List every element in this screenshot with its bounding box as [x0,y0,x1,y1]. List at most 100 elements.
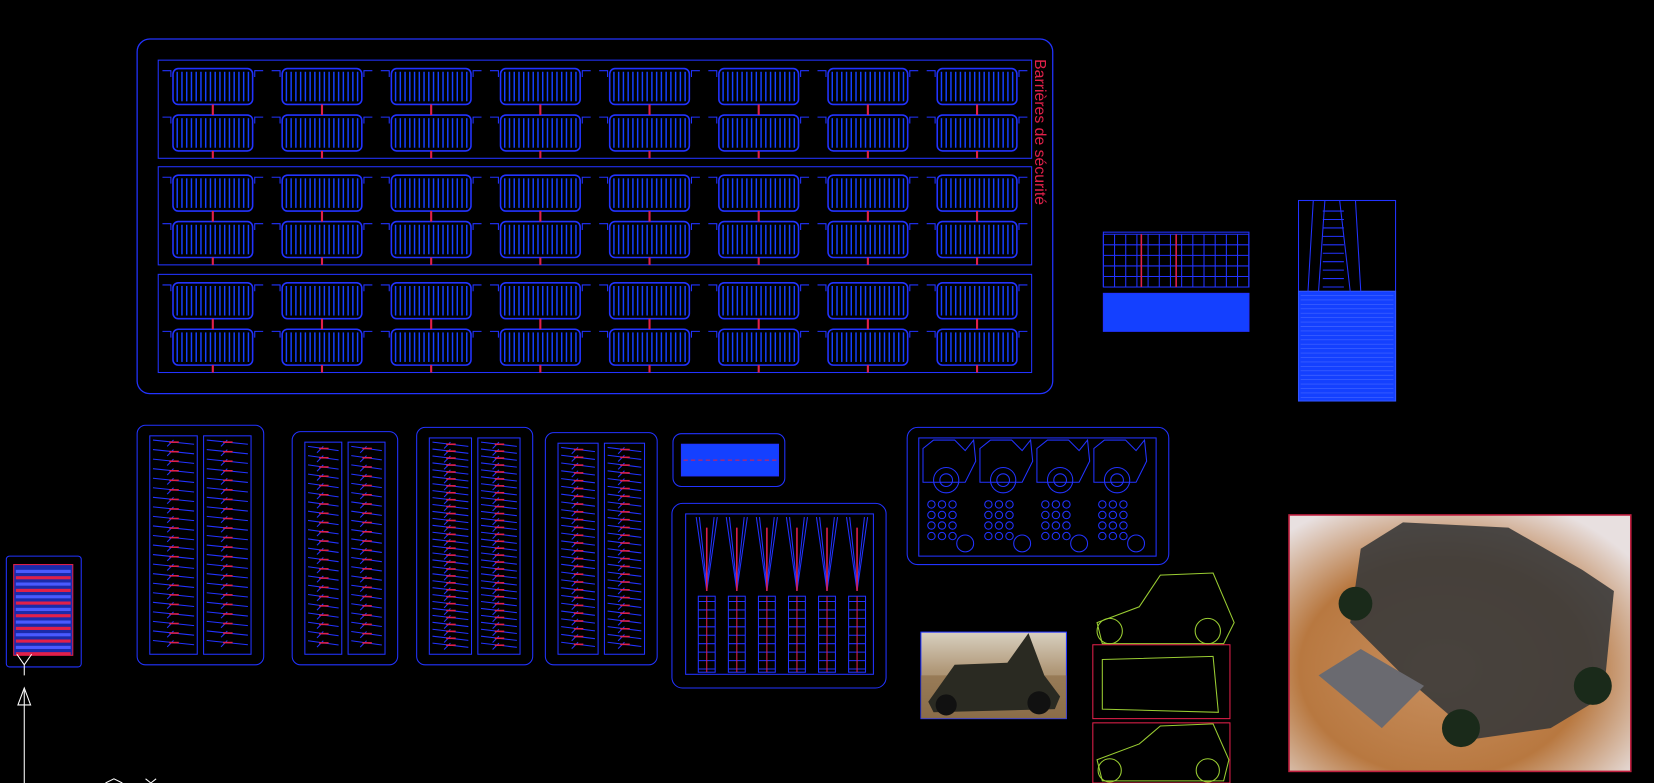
barrier-foot [708,116,810,124]
part-piece [206,515,248,524]
part-piece [607,446,642,455]
part-piece [607,548,642,556]
part-piece [351,510,382,518]
barrier-part [817,282,919,320]
barrier-frame [827,67,909,106]
part-piece [432,545,469,553]
part-piece [206,639,248,648]
part-piece [206,477,248,485]
part-piece [152,554,195,562]
barrier-part [708,174,810,212]
barrier-part [599,174,700,212]
buggy-desert-photo [920,631,1067,720]
barrier-part [599,328,700,366]
part-piece [351,538,382,546]
part-piece [351,612,382,620]
small-part [927,521,936,530]
part-piece [480,448,517,456]
gear-part [1070,534,1089,553]
barrier-part [271,174,373,212]
part-piece [307,631,339,639]
stripe [15,633,71,637]
small-part [1108,500,1118,509]
barrier-part [817,328,919,366]
part-piece [307,519,339,528]
small-part [1108,531,1118,541]
part-piece [307,621,339,629]
housing-part [979,438,1034,483]
barrier-frame [281,174,363,212]
part-piece [432,580,469,588]
barrier-part [926,282,1028,320]
part-piece [480,517,517,526]
barrier-foot [599,284,700,292]
small-part [1062,510,1071,520]
barrier-part [271,220,373,259]
barrier-part [599,67,700,106]
part-piece [307,473,339,481]
barrier-frame [608,328,691,366]
panel-frame [906,426,1170,566]
ladder-parts-panel [671,502,887,689]
barrier-part [926,174,1028,212]
barrier-frame [718,220,800,259]
part-piece [480,531,517,539]
barrier-foot [489,223,591,231]
barrier-part [489,174,591,212]
part-piece [607,501,642,509]
barrier-part [162,174,264,212]
barrier-foot [926,223,1028,231]
small-part [948,500,957,509]
barrier-part [380,282,482,320]
barrier-part [817,220,919,259]
grid-part-panel [1102,231,1250,332]
part-piece [351,501,382,509]
part-piece [432,503,469,512]
part-column [603,442,646,655]
barrier-foot [162,223,264,231]
part-piece [480,594,517,602]
small-part [994,510,1004,520]
barrier-frame [827,114,909,152]
part-piece [152,630,195,638]
rc-buggy-photo [1288,514,1632,773]
barrier-frame [390,282,472,320]
barrier-part [489,220,591,259]
part-piece [206,620,248,629]
barrier-part [162,282,264,320]
part-piece [152,592,195,600]
barrier-foot [926,284,1028,292]
small-part [1108,510,1118,520]
part-piece [561,556,595,564]
part-piece [432,483,469,491]
barrier-part [489,282,591,320]
part-piece [432,594,469,602]
small-part [1005,510,1014,520]
part-piece [206,592,248,600]
sheet-title: Barrières de sécurité [1031,59,1048,205]
part-piece [607,493,642,501]
part-piece [351,593,382,602]
barrier-frame [172,282,254,320]
part-piece [152,515,195,524]
part-piece [432,490,469,498]
stripe [15,639,71,643]
barrier-frame [390,114,472,152]
small-part [1119,531,1128,541]
barrier-frame [608,220,691,259]
part-sheet-frame [544,432,658,666]
part-piece [561,587,595,595]
part-sheet-frame [416,426,534,666]
part-piece [351,482,382,491]
part-piece [480,566,517,574]
part-piece [152,563,195,571]
barrier-foot [599,116,700,124]
barrier-foot [271,284,373,292]
ladder-rail [1307,200,1362,292]
barrier-frame [172,67,254,106]
small-part [1005,531,1014,541]
barrier-part [926,328,1028,366]
small-part [1041,510,1050,520]
barrier-part [708,328,810,366]
